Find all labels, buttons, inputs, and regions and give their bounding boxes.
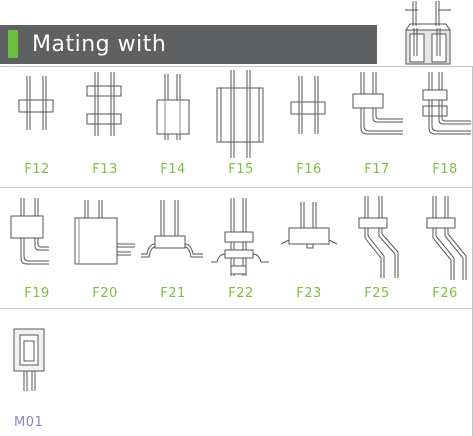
pin-header-offset-bent-long-icon <box>411 188 473 284</box>
part-item[interactable]: F26 <box>411 188 473 308</box>
part-item[interactable]: F19 <box>3 188 71 308</box>
pin-header-offset-bent-icon <box>343 188 411 284</box>
part-label: F21 <box>160 286 186 301</box>
part-item[interactable]: M01 <box>8 309 76 436</box>
part-label: F14 <box>160 162 186 177</box>
part-item[interactable]: F21 <box>139 188 207 308</box>
divider <box>0 187 473 188</box>
header-bar <box>0 25 377 64</box>
pin-header-smd-gullwing-icon <box>139 188 207 280</box>
pin-header-right-angle-icon <box>343 66 411 156</box>
mating-row-2: F19 F20 F21 <box>0 188 473 308</box>
part-label: F20 <box>92 286 118 301</box>
part-label: F17 <box>364 162 390 177</box>
pin-header-angled-box-icon <box>3 188 71 280</box>
mating-row-3: M01 <box>0 309 473 436</box>
part-item[interactable]: F23 <box>275 188 343 308</box>
part-item[interactable]: F15 <box>207 66 275 186</box>
pin-header-smd-flat-icon <box>275 188 343 280</box>
part-label: F26 <box>432 286 458 301</box>
part-item[interactable]: F14 <box>139 66 207 186</box>
mating-row-1: F12 F13 F14 <box>0 66 473 186</box>
part-label: F18 <box>432 162 458 177</box>
part-label: M01 <box>14 415 44 430</box>
header-accent <box>8 30 18 58</box>
pin-header-block-icon <box>207 66 275 161</box>
part-item[interactable]: F16 <box>275 66 343 186</box>
part-item[interactable]: F25 <box>343 188 411 308</box>
pin-header-right-angle-double-icon <box>411 66 473 156</box>
pin-header-double-spacer-icon <box>71 66 139 156</box>
part-label: F23 <box>296 286 322 301</box>
part-label: F19 <box>24 286 50 301</box>
pin-header-smd-stacked-icon <box>207 188 275 284</box>
pin-header-straight-icon <box>3 66 71 156</box>
part-item[interactable]: F13 <box>71 66 139 186</box>
divider <box>0 308 473 309</box>
part-item[interactable]: F22 <box>207 188 275 308</box>
connector-cross-section-icon <box>396 0 460 66</box>
part-label: F16 <box>296 162 322 177</box>
part-label: F13 <box>92 162 118 177</box>
part-label: F22 <box>228 286 254 301</box>
part-label: F15 <box>228 162 254 177</box>
pin-header-tall-body-icon <box>139 66 207 156</box>
top-margin <box>0 0 473 24</box>
pin-header-short-icon <box>275 66 343 156</box>
socket-housing-icon <box>8 309 76 405</box>
part-label: F25 <box>364 286 390 301</box>
pin-header-angled-block-icon <box>71 188 139 280</box>
part-item[interactable]: F18 <box>411 66 473 186</box>
page-title: Mating with <box>32 32 167 57</box>
part-item[interactable]: F17 <box>343 66 411 186</box>
part-label: F12 <box>24 162 50 177</box>
part-item[interactable]: F12 <box>3 66 71 186</box>
part-item[interactable]: F20 <box>71 188 139 308</box>
divider <box>0 66 473 67</box>
